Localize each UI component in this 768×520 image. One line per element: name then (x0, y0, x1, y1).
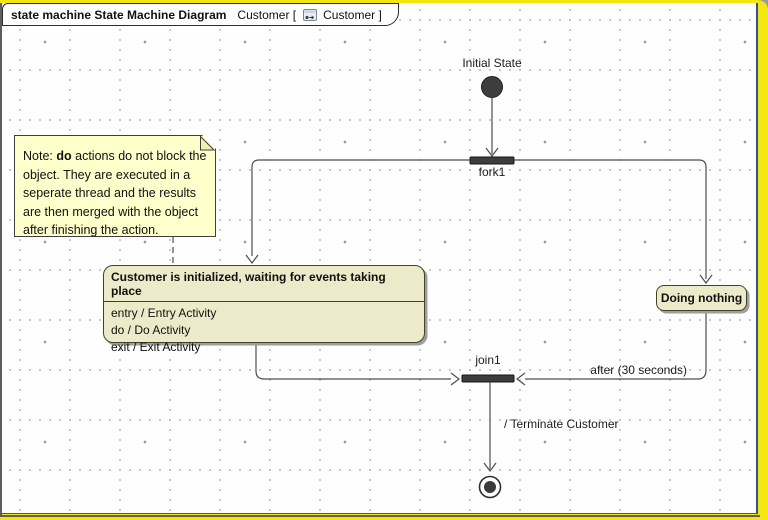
arrowhead-into-final (483, 462, 497, 472)
note-fold-corner-icon (200, 136, 215, 151)
diagram-kind-label: state machine State Machine Diagram (11, 7, 227, 22)
arrowhead-into-doing-nothing (699, 274, 713, 284)
join1-bar[interactable] (461, 374, 515, 383)
diagram-context-name: Customer ] (323, 7, 382, 22)
transition-doing-nothing-to-join[interactable] (525, 311, 707, 380)
note-text-rest: actions do not block the object. They ar… (23, 149, 207, 237)
join1-label[interactable]: join1 (475, 353, 501, 367)
frame-bottom-border (0, 515, 760, 517)
customer-initialized-state[interactable]: Customer is initialized, waiting for eve… (103, 265, 425, 354)
after-30-seconds-label[interactable]: after (30 seconds) (590, 363, 687, 377)
transition-fork-to-doing-nothing[interactable] (514, 159, 707, 279)
state-machine-diagram-icon (303, 8, 318, 21)
customer-state-exit-activity: exit / Exit Activity (111, 340, 201, 354)
customer-state-entry-activity: entry / Entry Activity (111, 306, 217, 320)
diagram-name-tab[interactable]: state machine State Machine Diagram Cust… (2, 3, 399, 26)
frame-left-border (0, 3, 2, 515)
arrowhead-into-join-right (516, 372, 526, 386)
doing-nothing-state-title: Doing nothing (660, 291, 743, 305)
note-comment[interactable]: Note: do actions do not block the object… (14, 135, 216, 237)
arrowhead-into-customer-state (245, 254, 259, 264)
note-text-prefix: Note: (23, 149, 57, 163)
transition-fork-to-customer-state[interactable] (251, 159, 470, 256)
terminate-customer-label[interactable]: / Terminate Customer (504, 417, 619, 431)
note-text-bold: do (56, 149, 72, 163)
initial-state-node[interactable] (481, 76, 503, 98)
arrowhead-into-join-left (450, 372, 460, 386)
initial-state-label[interactable]: Initial State (462, 56, 522, 70)
final-state-inner-dot (484, 481, 496, 493)
fork1-label[interactable]: fork1 (478, 165, 506, 179)
transition-customer-state-to-join[interactable] (255, 345, 451, 380)
fork1-bar[interactable] (469, 156, 515, 165)
customer-state-title: Customer is initialized, waiting for eve… (104, 266, 424, 302)
customer-state-do-activity: do / Do Activity (111, 323, 191, 337)
arrowhead-into-fork (485, 147, 499, 157)
doing-nothing-state[interactable]: Doing nothing (656, 285, 747, 311)
diagram-context-prefix: Customer [ (237, 7, 297, 22)
diagram-canvas[interactable] (2, 3, 758, 514)
